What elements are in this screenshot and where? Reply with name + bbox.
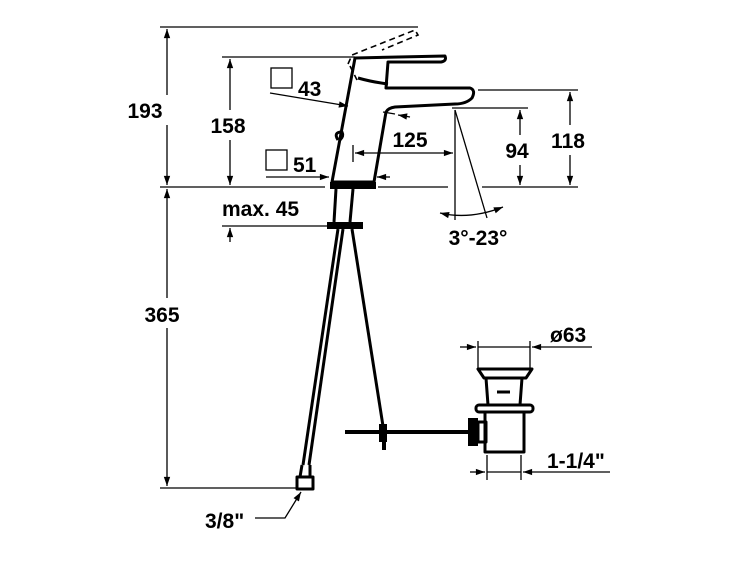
label-diameter-63: ø63 — [550, 324, 586, 347]
label-365: 365 — [144, 304, 179, 327]
dimension-158: 158 — [210, 58, 246, 185]
dimension-stream-angle: 3°-23° — [439, 109, 508, 250]
dimension-365: 365 — [144, 189, 180, 486]
label-51: 51 — [293, 154, 317, 177]
label-3-8: 3/8" — [205, 510, 244, 533]
label-118: 118 — [551, 130, 585, 153]
dimension-square-51: 51 — [265, 149, 390, 181]
label-158: 158 — [210, 115, 245, 138]
dimension-118: 118 — [551, 92, 585, 185]
dimension-thread-1-1-4: 1-1/4" — [470, 450, 610, 480]
dimension-hose-connection: 3/8" — [205, 491, 302, 533]
dimension-125: 125 — [352, 129, 453, 162]
popup-waste — [468, 367, 535, 454]
dimension-94: 94 — [505, 110, 529, 185]
label-43: 43 — [298, 78, 321, 101]
dimension-diameter-63: ø63 — [460, 324, 592, 368]
label-max-45: max. 45 — [222, 198, 299, 221]
label-125: 125 — [392, 129, 427, 152]
extension-lines — [160, 26, 578, 489]
label-193: 193 — [127, 100, 162, 123]
supply-hoses — [295, 228, 385, 491]
hose-nut — [295, 475, 315, 491]
popup-rod — [345, 424, 468, 450]
dimension-193: 193 — [127, 28, 171, 185]
label-94: 94 — [505, 140, 529, 163]
faucet-body — [327, 29, 476, 229]
label-stream-angle: 3°-23° — [449, 227, 508, 250]
dimension-max-45: max. 45 — [222, 198, 328, 242]
label-thread-1-1-4: 1-1/4" — [547, 450, 605, 473]
dimension-square-43: 43 — [269, 67, 411, 120]
